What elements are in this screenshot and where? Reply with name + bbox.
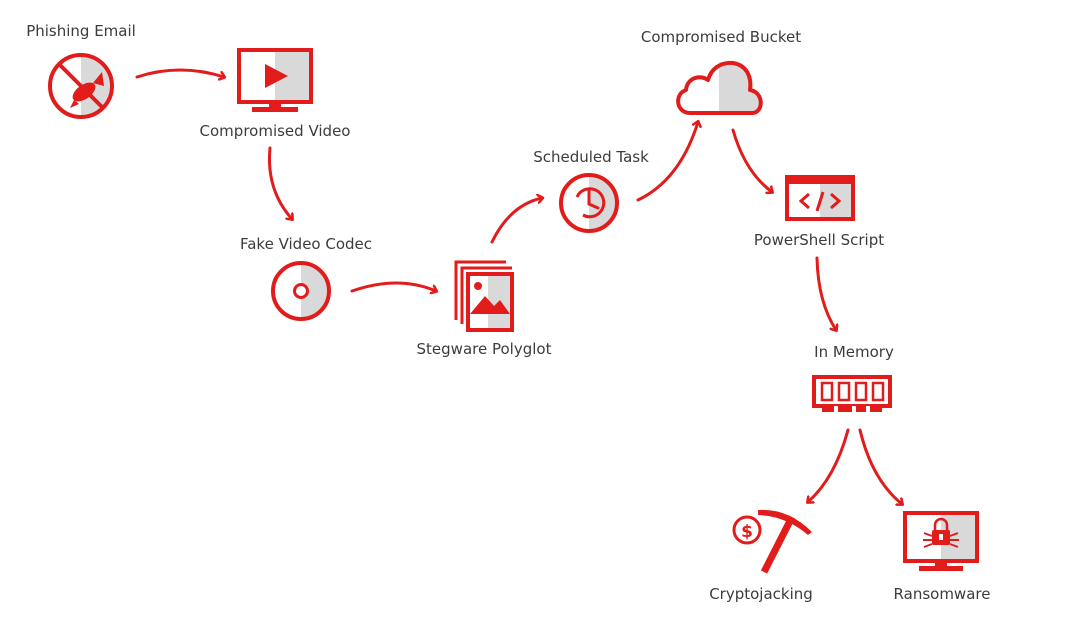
label-cryptojacking: Cryptojacking xyxy=(709,585,813,603)
arrow-memory-to-crypto xyxy=(808,428,850,502)
svg-text:$: $ xyxy=(741,522,753,542)
image-stack-icon xyxy=(454,260,514,332)
arrow-phishing-to-video xyxy=(135,68,224,77)
cloud-icon xyxy=(676,60,763,115)
code-window-icon xyxy=(785,175,855,221)
label-powershell-script: PowerShell Script xyxy=(753,231,885,249)
label-stegware-polyglot: Stegware Polyglot xyxy=(416,340,552,358)
label-phishing-email: Phishing Email xyxy=(26,22,136,40)
arrow-powershell-to-memory xyxy=(815,256,836,330)
fish-hook-circle-icon xyxy=(48,53,114,119)
label-compromised-bucket: Compromised Bucket xyxy=(640,28,802,46)
label-compromised-video: Compromised Video xyxy=(199,122,351,140)
arrow-task-to-bucket xyxy=(636,122,698,202)
label-in-memory: In Memory xyxy=(814,343,894,361)
arrow-stegware-to-task xyxy=(490,198,542,244)
arrow-memory-to-ransom xyxy=(858,428,902,504)
arrow-codec-to-stegware xyxy=(350,281,436,291)
video-monitor-icon xyxy=(237,48,313,112)
label-ransomware: Ransomware xyxy=(893,585,991,603)
locked-monitor-icon xyxy=(903,511,979,571)
memory-chip-icon xyxy=(812,375,892,412)
label-fake-video-codec: Fake Video Codec xyxy=(239,235,373,253)
edge-arrows xyxy=(135,68,902,504)
arrow-bucket-to-powershell xyxy=(731,128,772,192)
label-scheduled-task: Scheduled Task xyxy=(533,148,649,166)
disc-icon xyxy=(271,261,331,321)
arrow-video-to-codec xyxy=(267,146,292,219)
pickaxe-coin-icon: $ xyxy=(732,509,812,574)
clock-icon xyxy=(559,173,619,233)
